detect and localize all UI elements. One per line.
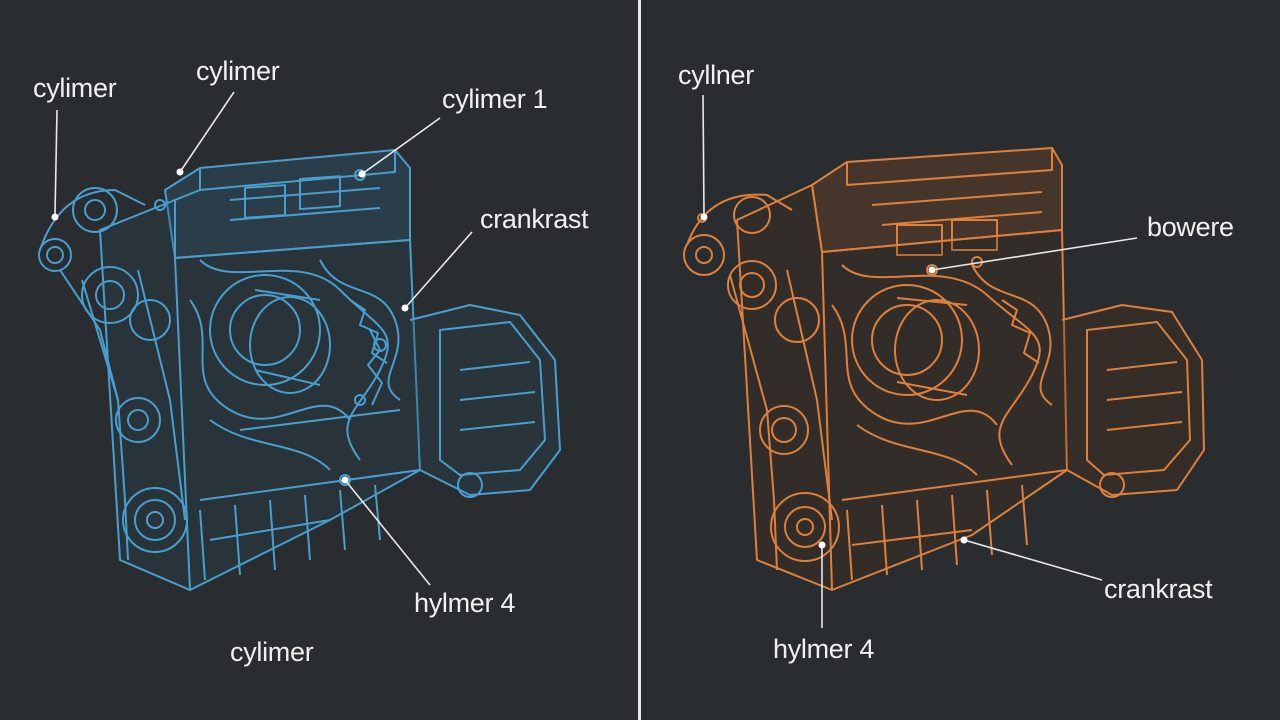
label-cylinder-top-left: cylimer [33,73,117,103]
label-cylinder-top-center: cylimer [196,56,280,86]
label-crankshaft-right: crankrast [1104,574,1213,604]
label-cylinder-right: cyllner [678,60,754,90]
label-cylinder-4-left: hylmer 4 [414,588,516,618]
blue-engine-wireframe [38,149,561,591]
right-engine-panel: cyllner bowere crankrast hylmer 4 [642,0,1280,720]
label-cylinder-4-right: hylmer 4 [773,634,875,664]
label-cylinder-bottom: cylimer [230,637,314,667]
label-bowere: bowere [1147,212,1234,242]
left-engine-panel: cylimer cylimer cylimer 1 crankrast hylm… [0,0,638,720]
orange-engine-wireframe [683,147,1205,591]
label-cylinder-1: cylimer 1 [442,84,548,114]
label-crankshaft-left: crankrast [480,204,589,234]
panel-divider [638,0,641,720]
